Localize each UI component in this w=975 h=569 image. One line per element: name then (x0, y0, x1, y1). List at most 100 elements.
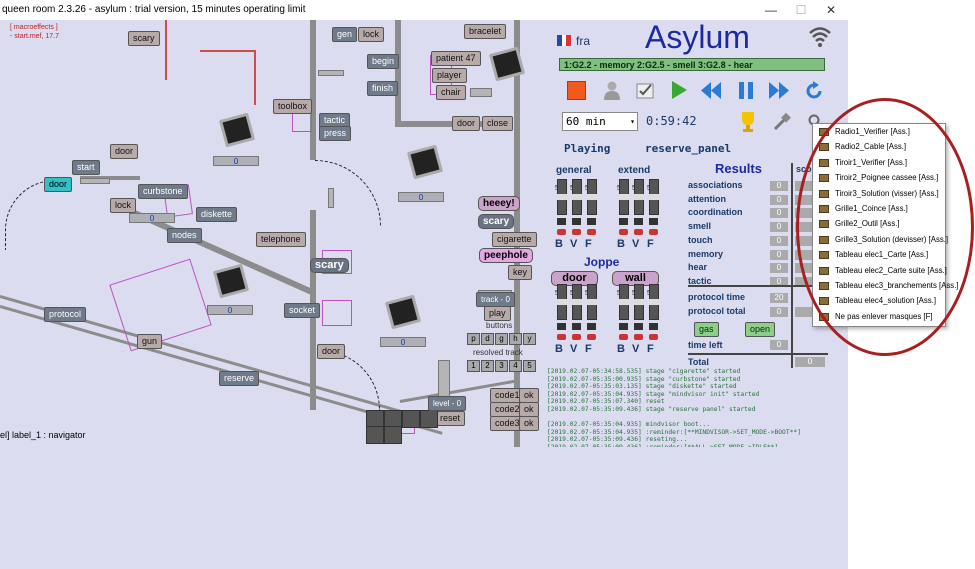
slider-stop-icon[interactable] (557, 229, 566, 235)
slider-knob[interactable] (587, 299, 597, 305)
cigarette-label[interactable]: cigarette (492, 232, 537, 247)
slider-track[interactable] (619, 284, 629, 320)
slider-track[interactable] (572, 179, 582, 215)
language-label[interactable]: fra (576, 34, 591, 48)
button-d[interactable]: d (481, 333, 494, 345)
slider-track[interactable] (649, 179, 659, 215)
slider-play-icon[interactable] (587, 218, 596, 225)
gun-label[interactable]: gun (137, 334, 163, 349)
slider-play-icon[interactable] (649, 323, 658, 330)
heeey-button[interactable]: heeey! (478, 196, 520, 211)
gas-button[interactable]: gas (694, 322, 719, 337)
track-4[interactable]: 4 (509, 360, 522, 372)
slider-knob[interactable] (634, 299, 644, 305)
slider-track[interactable] (587, 179, 597, 215)
stop-icon[interactable] (567, 81, 586, 100)
lock-label[interactable]: lock (358, 27, 385, 42)
key-label[interactable]: key (508, 265, 533, 280)
slider-knob[interactable] (587, 194, 597, 200)
user-icon[interactable] (602, 80, 622, 100)
slider-knob[interactable] (649, 194, 659, 200)
tablet-icon[interactable] (212, 263, 250, 299)
peephole-button[interactable]: peephole (479, 248, 533, 263)
slider-track[interactable] (649, 284, 659, 320)
finish-label[interactable]: finish (367, 81, 399, 96)
reset-label[interactable]: reset (435, 411, 466, 426)
slider-track[interactable] (557, 284, 567, 320)
chair-label[interactable]: chair (436, 85, 466, 100)
slider-stop-icon[interactable] (634, 334, 643, 340)
slider-play-icon[interactable] (557, 218, 566, 225)
slider-play-icon[interactable] (619, 323, 628, 330)
slider-track[interactable] (557, 179, 567, 215)
button-y[interactable]: y (523, 333, 536, 345)
slider-track[interactable] (619, 179, 629, 215)
curbstone-label[interactable]: curbstone (138, 184, 188, 199)
maximize-button[interactable]: ☐ (795, 3, 807, 17)
slider-stop-icon[interactable] (649, 229, 658, 235)
slider-knob[interactable] (557, 299, 567, 305)
ok-button[interactable]: ok (519, 388, 539, 403)
fast-forward-icon[interactable] (768, 81, 790, 100)
slider-track[interactable] (587, 284, 597, 320)
rewind-icon[interactable] (700, 81, 722, 100)
track-2[interactable]: 2 (481, 360, 494, 372)
scary-button[interactable]: scary (310, 258, 349, 273)
slider-stop-icon[interactable] (587, 334, 596, 340)
diskette-label[interactable]: diskette (196, 207, 238, 222)
button-h[interactable]: h (509, 333, 522, 345)
slider-stop-icon[interactable] (634, 229, 643, 235)
nodes-label[interactable]: nodes (167, 228, 202, 243)
close-label[interactable]: close (482, 116, 514, 131)
tool-icon[interactable] (772, 112, 792, 132)
slider-knob[interactable] (557, 194, 567, 200)
start-label[interactable]: start (72, 160, 100, 175)
door-label[interactable]: door (110, 144, 139, 159)
begin-label[interactable]: begin (367, 54, 400, 69)
slider-stop-icon[interactable] (649, 334, 658, 340)
slider-play-icon[interactable] (619, 218, 628, 225)
slider-knob[interactable] (572, 194, 582, 200)
door-label[interactable]: door (452, 116, 481, 131)
checklist-icon[interactable] (635, 80, 657, 100)
slider-track[interactable] (634, 284, 644, 320)
minimize-button[interactable]: — (765, 3, 777, 17)
slider-play-icon[interactable] (649, 218, 658, 225)
slider-stop-icon[interactable] (587, 229, 596, 235)
open-button[interactable]: open (745, 322, 776, 337)
telephone-label[interactable]: telephone (256, 232, 306, 247)
slider-knob[interactable] (619, 194, 629, 200)
slider-knob[interactable] (619, 299, 629, 305)
door-label[interactable]: door (317, 344, 346, 359)
tablet-icon[interactable] (384, 294, 422, 330)
button-p[interactable]: p (467, 333, 480, 345)
slider-knob[interactable] (634, 194, 644, 200)
reserve-label[interactable]: reserve (219, 371, 260, 386)
player-label[interactable]: player (432, 68, 467, 83)
track-3[interactable]: 3 (495, 360, 508, 372)
slider-stop-icon[interactable] (557, 334, 566, 340)
slider-play-icon[interactable] (557, 323, 566, 330)
slider-knob[interactable] (572, 299, 582, 305)
slider-stop-icon[interactable] (572, 334, 581, 340)
slider-stop-icon[interactable] (619, 334, 628, 340)
pause-icon[interactable] (737, 81, 755, 100)
slider-play-icon[interactable] (634, 218, 643, 225)
scary-side-button[interactable]: scary (478, 214, 515, 229)
tablet-icon[interactable] (406, 144, 444, 180)
slider-play-icon[interactable] (572, 218, 581, 225)
lock-label[interactable]: lock (110, 198, 137, 213)
button-g[interactable]: g (495, 333, 508, 345)
press-label[interactable]: press (319, 126, 352, 141)
slider-knob[interactable] (649, 299, 659, 305)
slider-stop-icon[interactable] (572, 229, 581, 235)
ok-button[interactable]: ok (519, 402, 539, 417)
refresh-icon[interactable] (804, 81, 824, 101)
slider-track[interactable] (634, 179, 644, 215)
ok-button[interactable]: ok (519, 416, 539, 431)
close-window-button[interactable]: ✕ (825, 3, 837, 17)
timer-select[interactable]: 60 min ▾ (562, 112, 638, 131)
track-5[interactable]: 5 (523, 360, 536, 372)
track-1[interactable]: 1 (467, 360, 480, 372)
trophy-icon[interactable] (738, 111, 758, 133)
